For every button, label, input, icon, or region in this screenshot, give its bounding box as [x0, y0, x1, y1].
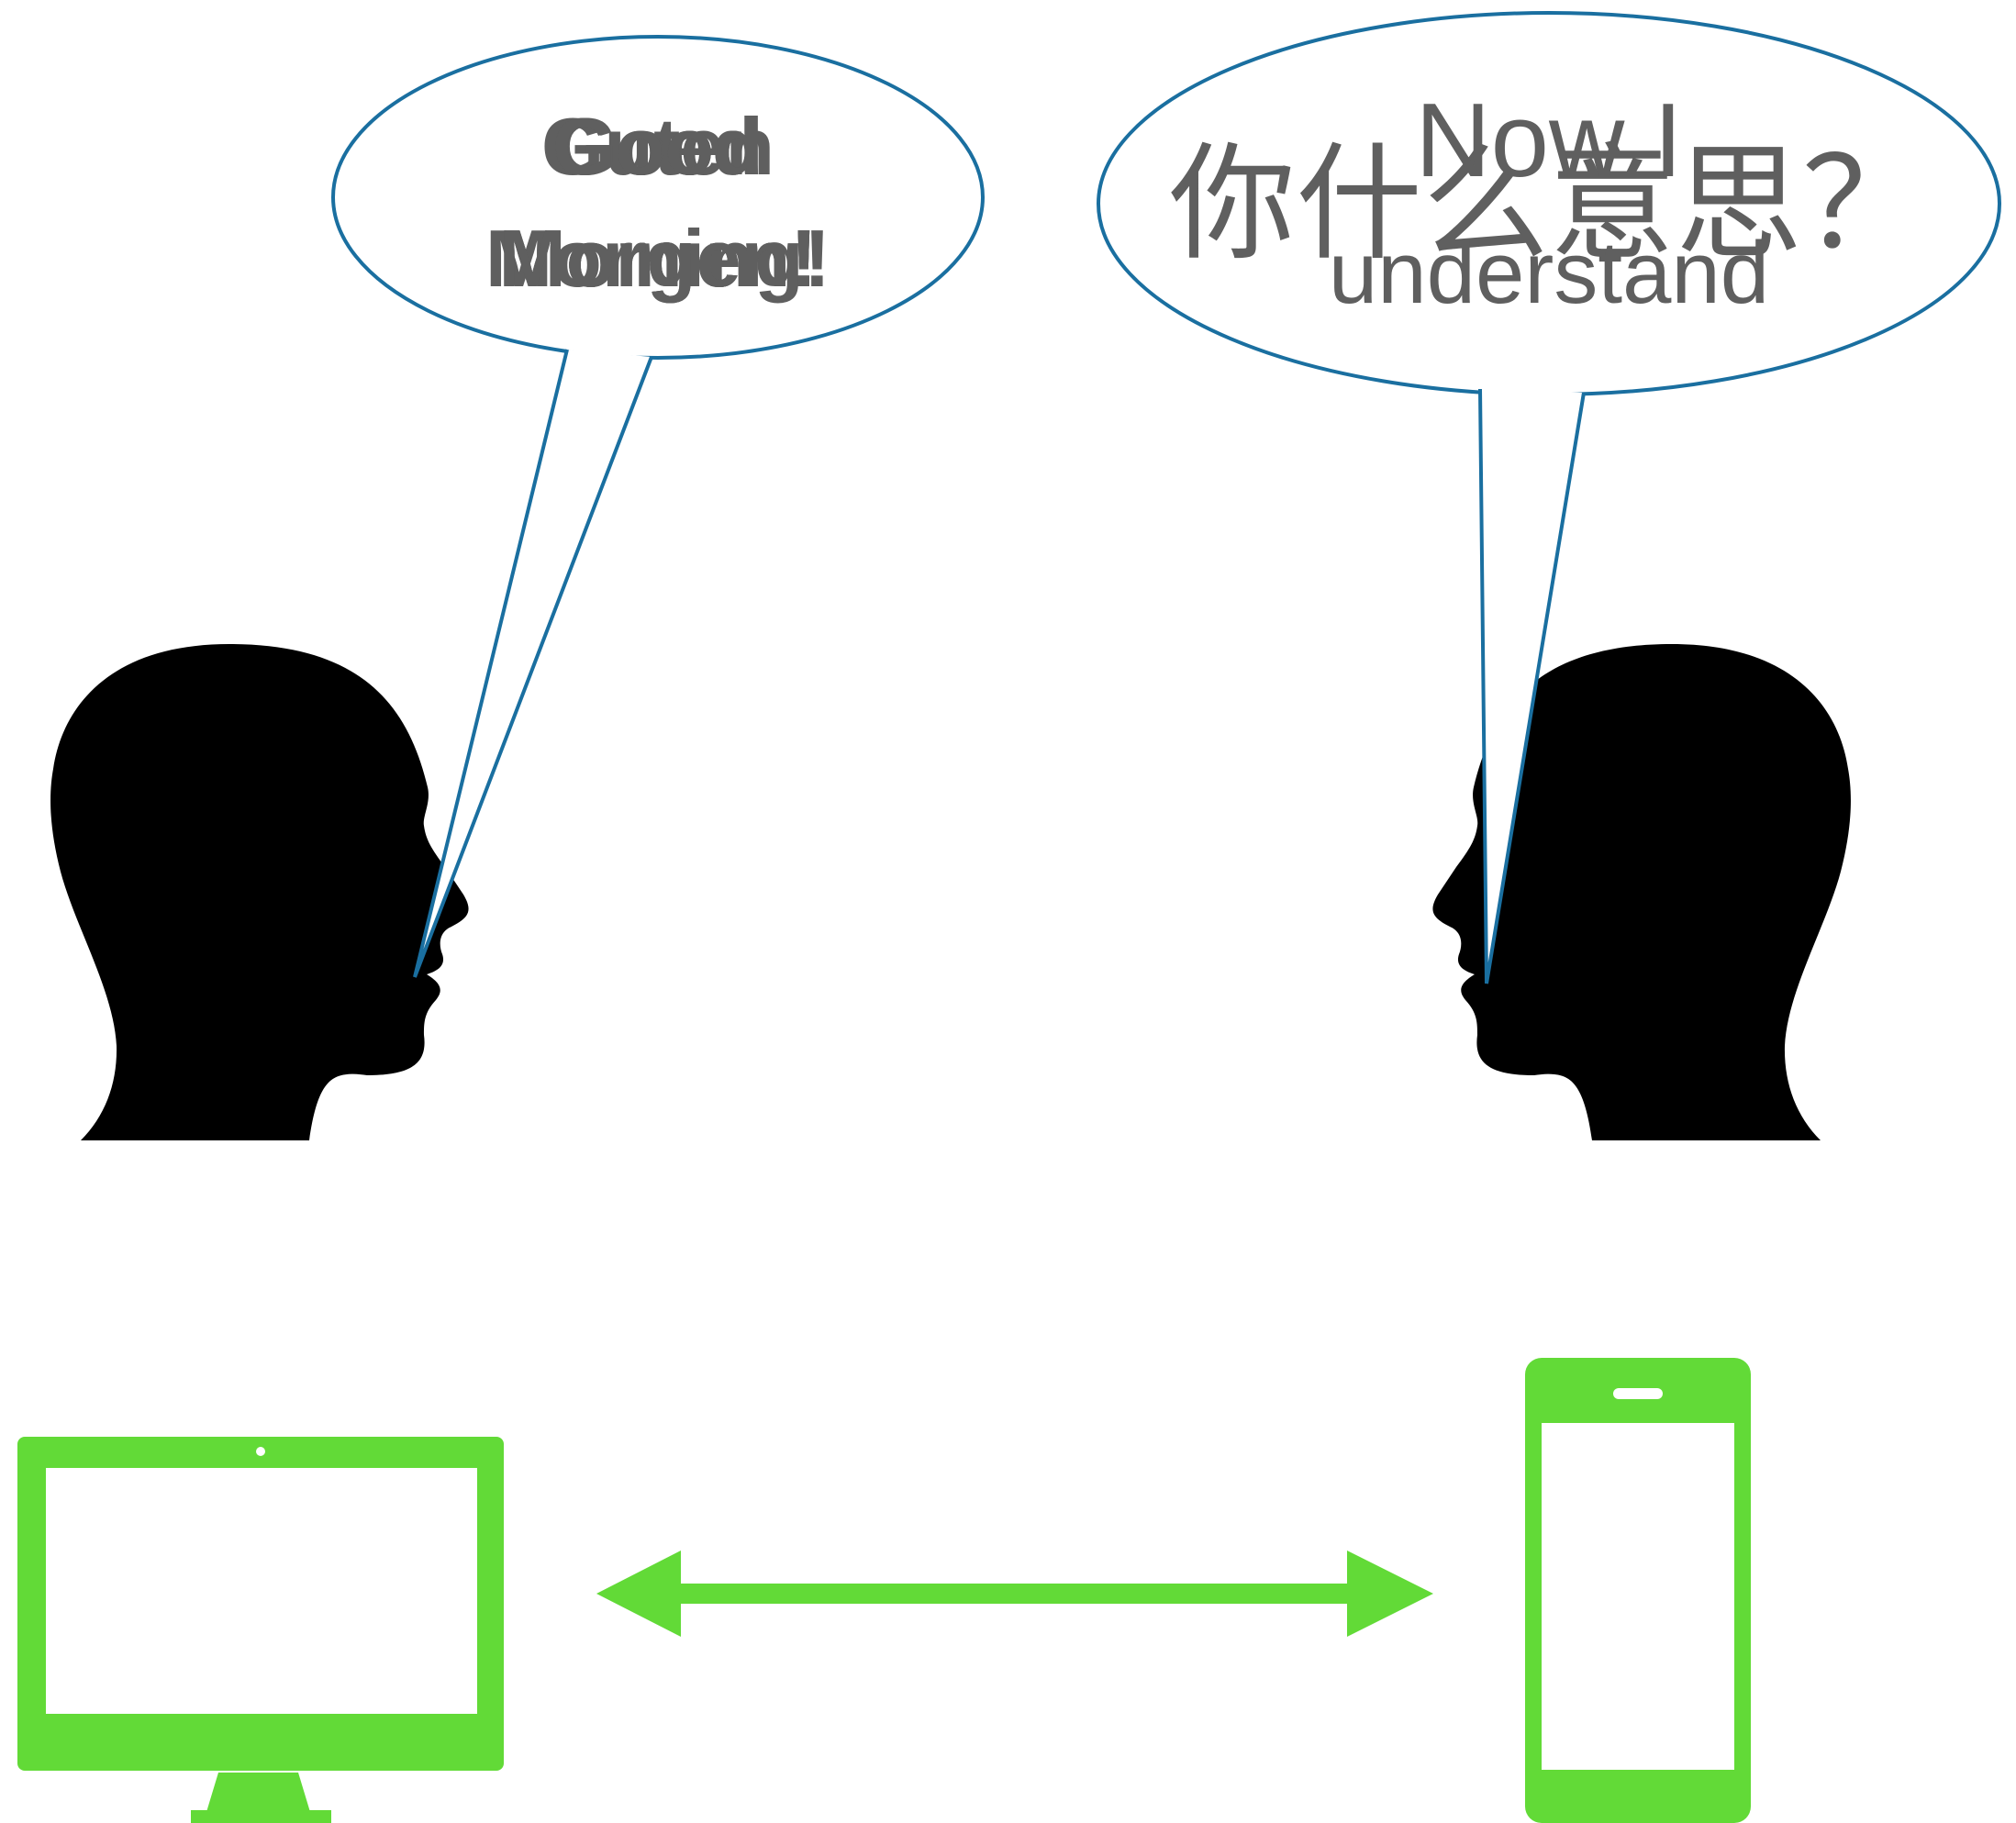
greeting-layer-2-line-2: Morgen!: [498, 213, 817, 304]
desktop-monitor-icon: [17, 1437, 504, 1823]
left-bubble-greeting-stack: Guten Morgen! Goed Morgen! Good Morning!…: [485, 101, 830, 304]
greeting-layer-1-line-2: Morgen!: [498, 213, 817, 304]
reply-english-line-1: Now I: [1415, 83, 1682, 199]
greeting-layer-3-line-2: Morning!: [485, 213, 830, 304]
greeting-layer-1-line-1: Guten: [541, 101, 774, 192]
left-speech-bubble: Guten Morgen! Goed Morgen! Good Morning!…: [331, 35, 985, 978]
greeting-layer-2-line-1: Goed: [555, 101, 762, 192]
greeting-layer-4-line-1: Good: [552, 101, 763, 192]
greeting-layer-3-line-1: Good: [552, 101, 763, 192]
right-person-head-icon: [1432, 644, 1851, 1140]
reply-english-line-2: understand: [1329, 224, 1769, 322]
right-bubble-reply-stack: 你什么意思？ Now I understand: [1169, 83, 1929, 322]
smartphone-icon: [1525, 1358, 1751, 1823]
left-person-head-icon: [50, 644, 469, 1140]
greeting-layer-4-line-2: Morgen!: [498, 213, 817, 304]
reply-chinese-line: 你什么意思？: [1169, 134, 1929, 275]
right-speech-bubble: 你什么意思？ Now I understand: [1097, 11, 2001, 984]
double-arrow-icon: [596, 1551, 1433, 1637]
